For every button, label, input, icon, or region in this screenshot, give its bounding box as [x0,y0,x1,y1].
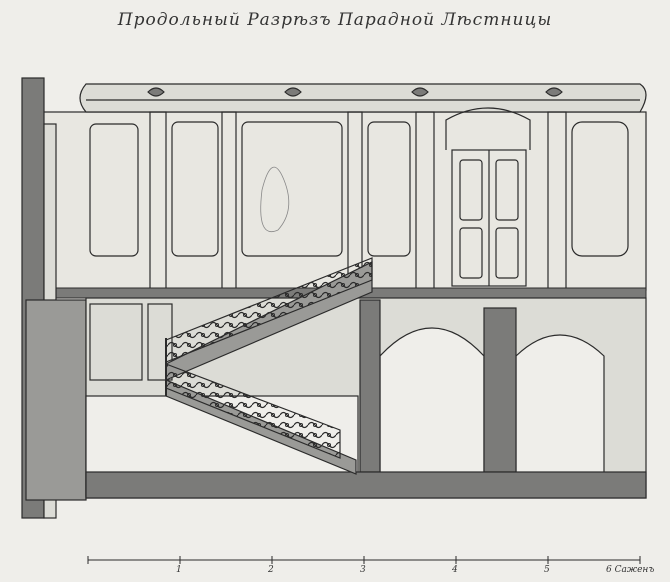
scale-tick-2: 2 [268,565,274,575]
scale-tick-3: 3 [360,565,366,575]
left-wall-section [21,77,87,519]
upper-floor-elevation [39,83,647,291]
scale-tick-4: 4 [452,565,458,575]
ornate-door [445,107,531,287]
scale-bar [87,556,641,564]
scale-tick-5: 5 [544,565,550,575]
staircase [165,257,373,475]
scale-tick-1: 1 [176,565,182,575]
cornice-ornaments [147,87,563,97]
drawing-title: Продольный Разрѣзъ Парадной Лѣстницы [117,10,553,30]
scale-unit: 6 Саженъ [606,565,655,575]
